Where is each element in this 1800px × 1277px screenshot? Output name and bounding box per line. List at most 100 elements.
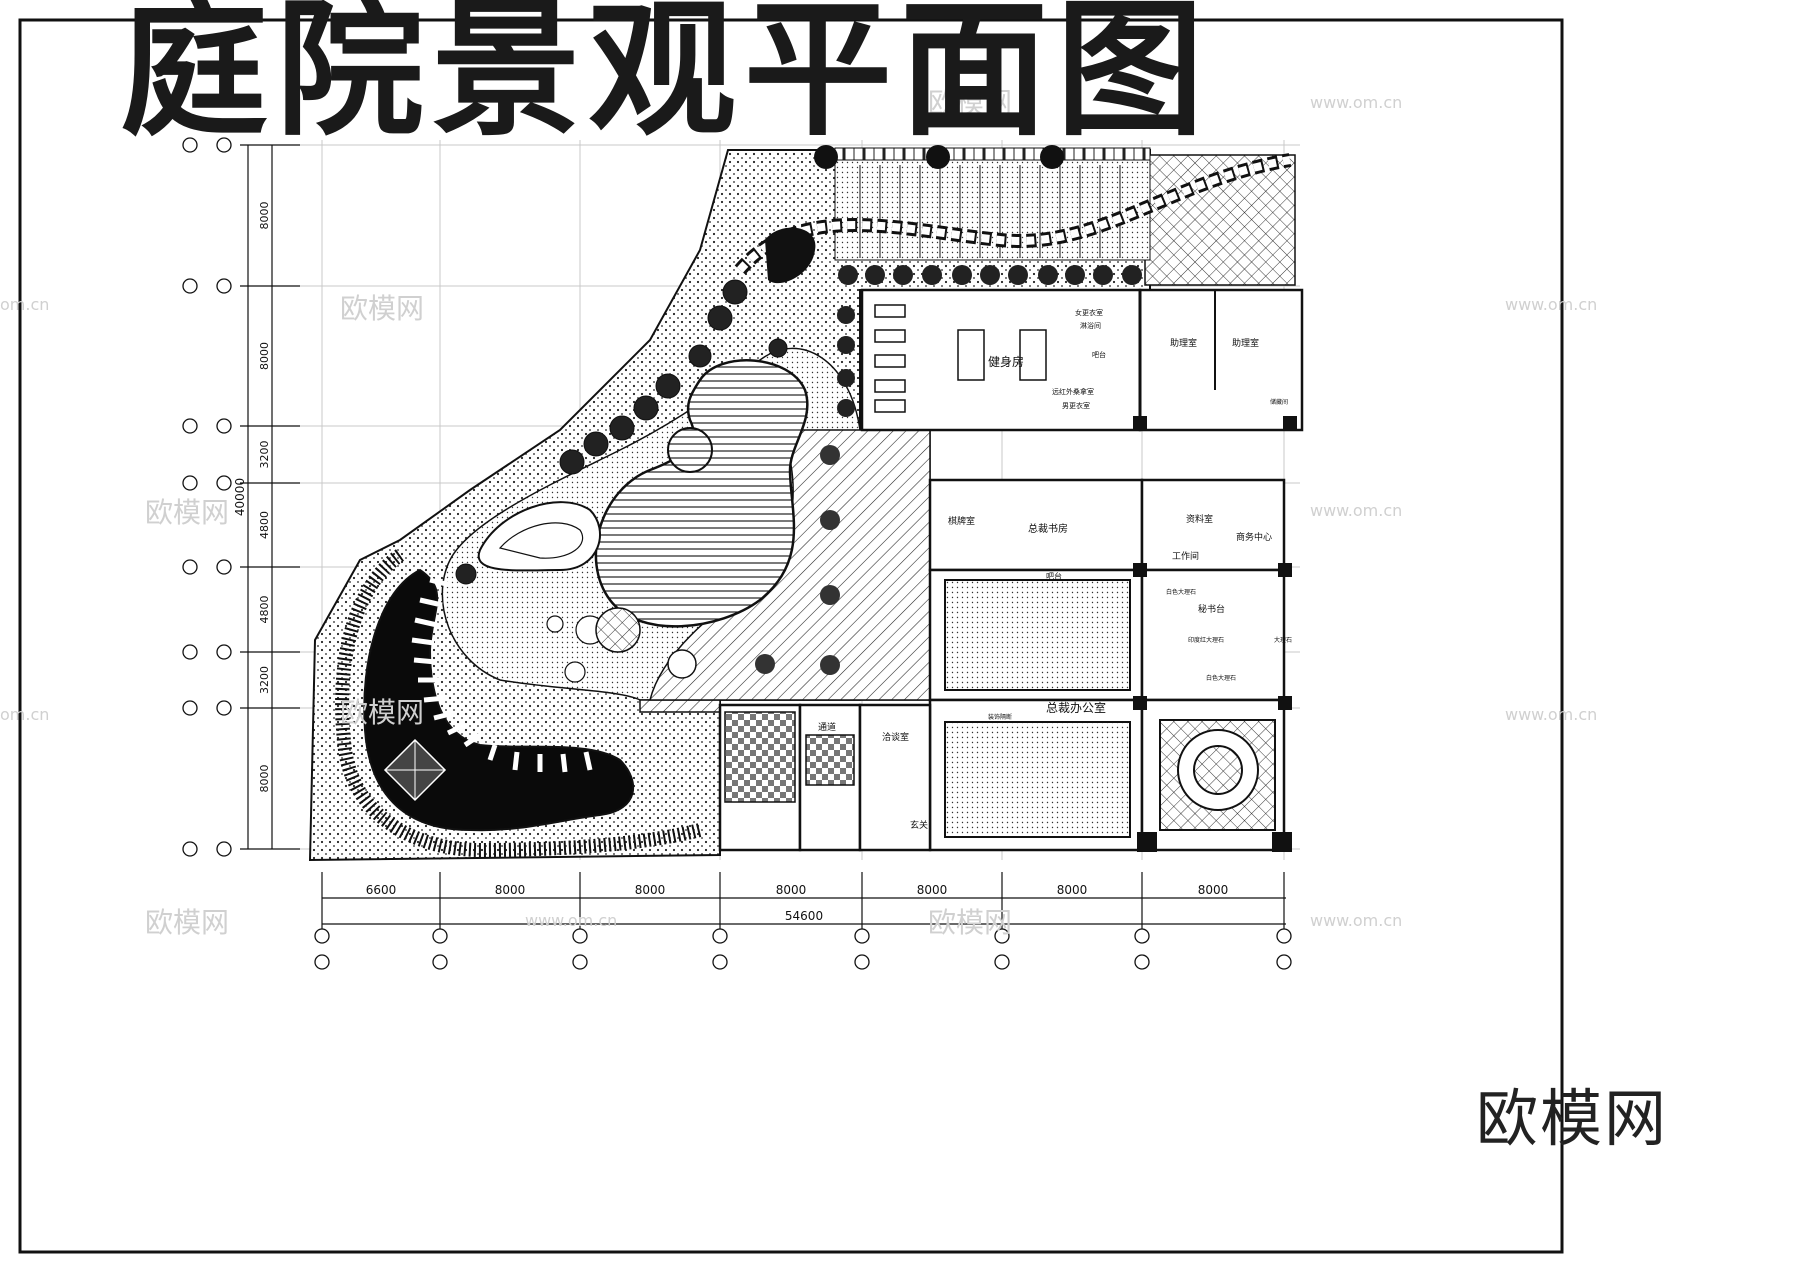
room-gym: 健身房 — [988, 354, 1024, 369]
dimension-lines-left — [247, 145, 273, 849]
axis-bubble — [572, 954, 588, 970]
left-span-label: 3200 — [258, 666, 271, 694]
room-secretary: 秘书台 — [1198, 603, 1225, 615]
axis-bubble — [216, 278, 232, 294]
tree-row-top — [814, 145, 1064, 169]
room-archive: 资料室 — [1186, 513, 1213, 525]
top-right-planting — [1144, 154, 1296, 286]
drawing-title: 庭院景观平面图 — [120, 0, 1212, 156]
room-assistant-1: 助理室 — [1170, 337, 1197, 349]
room-labels: 健身房 女更衣室 淋浴间 吧台 远红外桑拿室 男更衣室 助理室 助理室 储藏间 … — [818, 308, 1292, 831]
room-storage: 储藏间 — [1270, 398, 1288, 406]
drawing-frame — [18, 18, 1564, 1254]
room-ceo-office: 总裁办公室 — [1046, 700, 1106, 715]
axis-bubble — [712, 954, 728, 970]
room-marble-white-2: 白色大理石 — [1206, 674, 1236, 682]
room-study: 总裁书房 — [1028, 522, 1068, 535]
left-ticks — [240, 144, 300, 850]
bottom-span-label: 8000 — [1198, 883, 1229, 897]
pool-jacuzzi — [667, 427, 713, 473]
axis-bubble — [572, 928, 588, 944]
axis-bubble — [182, 644, 198, 660]
patio-table — [667, 649, 697, 679]
structural-columns — [1133, 416, 1297, 852]
left-span-label: 4800 — [258, 596, 271, 624]
left-span-label: 8000 — [258, 765, 271, 793]
room-entrance: 玄关 — [910, 819, 928, 831]
ceo-office-floor — [944, 721, 1131, 838]
axis-bubble — [854, 928, 870, 944]
axis-bubble — [1134, 928, 1150, 944]
axis-bubble — [1276, 928, 1292, 944]
left-total-label: 40000 — [233, 478, 247, 516]
axis-bubble — [182, 278, 198, 294]
bottom-span-label: 6600 — [366, 883, 397, 897]
room-marble-big: 大理石 — [1274, 636, 1292, 644]
dimension-lines-bottom — [322, 897, 1286, 925]
watermark-brand-1: 欧模网 — [340, 292, 424, 325]
bottom-span-label: 8000 — [635, 883, 666, 897]
room-bathroom-small: 淋浴间 — [1080, 321, 1101, 330]
room-male-locker: 男更衣室 — [1062, 401, 1090, 410]
shrub-row-gym — [837, 265, 1142, 417]
room-chess: 棋牌室 — [948, 515, 975, 527]
bottom-span-label: 8000 — [495, 883, 526, 897]
axis-bubble — [216, 841, 232, 857]
watermark-site-4: www.om.cn — [525, 911, 617, 930]
axis-bubble — [432, 928, 448, 944]
axis-bubble — [712, 928, 728, 944]
axis-bubble — [1134, 954, 1150, 970]
gym-equipment — [874, 304, 1047, 413]
axis-bubble — [216, 700, 232, 716]
left-span-label: 4800 — [258, 511, 271, 539]
watermark-brand-4: 欧模网 — [928, 906, 1012, 939]
watermark-brand-5: 欧模网 — [928, 86, 1012, 119]
axis-bubble — [432, 954, 448, 970]
tree-cluster — [595, 607, 641, 653]
watermark-site-6: www.om.cn — [1505, 705, 1597, 724]
axis-bubble — [216, 475, 232, 491]
axis-bubble — [182, 418, 198, 434]
left-span-label: 8000 — [258, 342, 271, 370]
room-workroom: 工作间 — [1172, 550, 1199, 562]
room-decor: 装饰隔断 — [988, 713, 1012, 721]
stepping-stone-path-inner — [736, 156, 1291, 273]
watermark-site-partial-2: om.cn — [0, 705, 49, 724]
left-span-label: 3200 — [258, 441, 271, 469]
axis-bubble — [854, 954, 870, 970]
axis-bubble — [182, 700, 198, 716]
watermark-site-partial-1: om.cn — [0, 295, 49, 314]
ceo-office-carpet — [944, 579, 1131, 691]
axis-bubble — [1276, 954, 1292, 970]
axis-bubble — [314, 954, 330, 970]
room-bar: 吧台 — [1092, 350, 1106, 359]
axis-bubble — [182, 841, 198, 857]
watermark-brand-3: 欧模网 — [145, 906, 229, 939]
room-marble-red: 印度红大理石 — [1188, 636, 1224, 644]
brand-logo-text: 欧模网 — [1476, 1082, 1669, 1155]
axis-bubble — [182, 137, 198, 153]
room-female-locker: 女更衣室 — [1075, 308, 1103, 317]
axis-bubble — [314, 928, 330, 944]
tree-row-diagonal — [455, 279, 788, 585]
bottom-span-label: 8000 — [917, 883, 948, 897]
bridge-planks — [411, 577, 593, 773]
axis-bubble — [182, 559, 198, 575]
axis-bubble — [994, 954, 1010, 970]
axis-bubble — [216, 418, 232, 434]
axis-bubble — [216, 644, 232, 660]
left-axis-bubbles — [182, 137, 232, 857]
watermark-site-1: www.om.cn — [1310, 93, 1402, 112]
bottom-total-label: 54600 — [785, 909, 823, 923]
bottom-span-label: 8000 — [776, 883, 807, 897]
watermark-site-2: www.om.cn — [1310, 501, 1402, 520]
axis-bubble — [994, 928, 1010, 944]
channel-border — [335, 549, 702, 858]
watermark-brand-2: 欧模网 — [145, 496, 229, 529]
watermark-brand-6: 欧模网 — [340, 696, 424, 729]
negotiation-floor — [724, 711, 796, 803]
